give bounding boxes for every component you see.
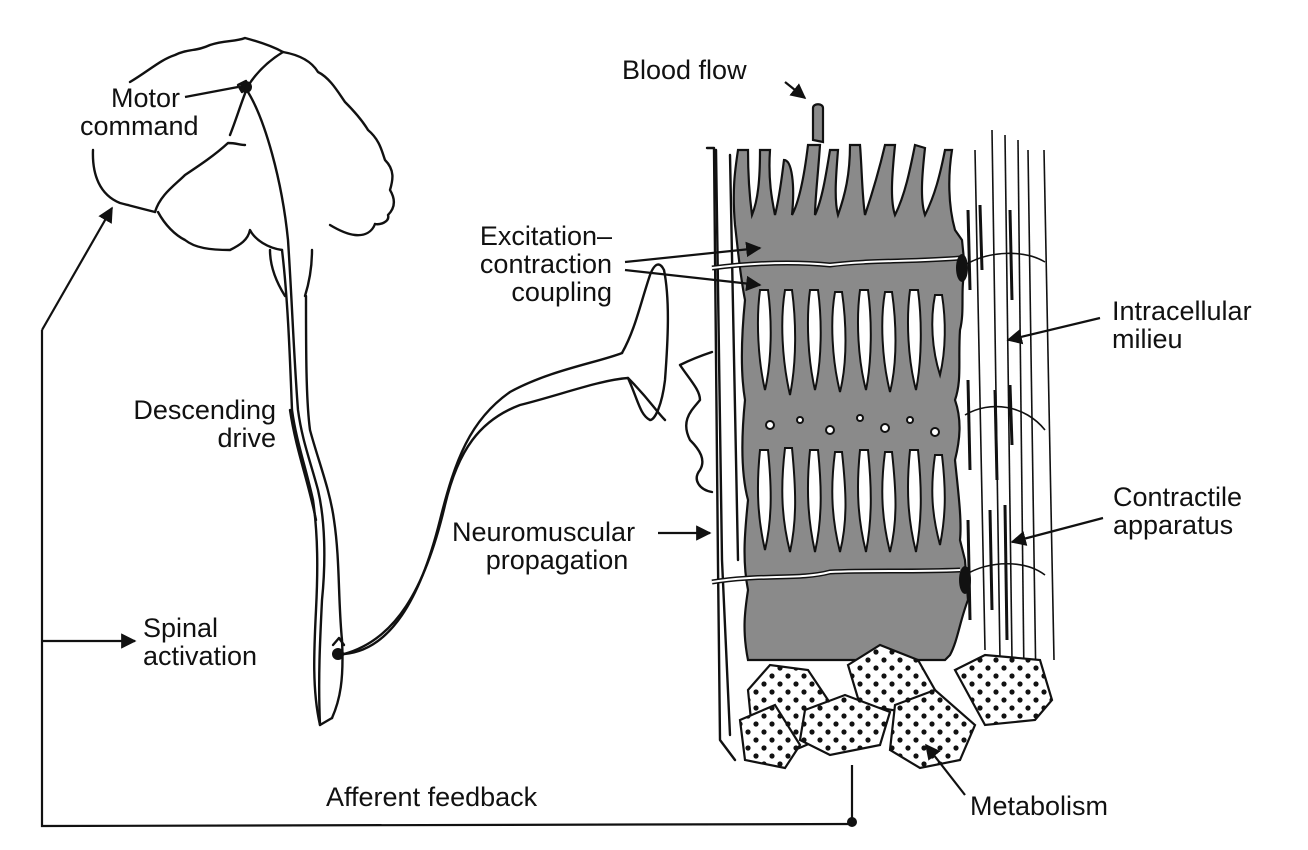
capillary bbox=[811, 103, 825, 144]
sarcoplasmic-reticulum bbox=[711, 143, 971, 662]
label-contractile-apparatus: Contractile apparatus bbox=[1113, 483, 1242, 539]
label-excitation-contraction-coupling: Excitation– contraction coupling bbox=[430, 222, 612, 306]
label-line: Spinal bbox=[143, 613, 219, 643]
myofibrils bbox=[964, 129, 1046, 681]
neuromuscular-junction bbox=[678, 350, 714, 494]
label-line: Excitation– bbox=[479, 221, 612, 251]
label-metabolism: Metabolism bbox=[970, 791, 1109, 821]
label-line: propagation bbox=[485, 545, 629, 575]
label-line: apparatus bbox=[1113, 510, 1234, 540]
contractile-apparatus-arrow bbox=[1010, 516, 1104, 546]
label-spinal-activation: Spinal activation bbox=[143, 614, 257, 670]
pointer-arrows bbox=[624, 81, 1104, 796]
label-afferent-feedback: Afferent feedback bbox=[326, 782, 538, 812]
label-intracellular-milieu: Intracellular milieu bbox=[1112, 297, 1252, 353]
spinal-motor-neuron bbox=[331, 636, 346, 660]
metabolism-arrow bbox=[925, 743, 966, 796]
blood-flow-arrow bbox=[784, 81, 807, 99]
label-descending-drive: Descending drive bbox=[60, 396, 276, 452]
label-line: Descending bbox=[133, 395, 276, 425]
label-motor-command: Motor command bbox=[80, 83, 199, 141]
ec-coupling-arrow-upper bbox=[624, 241, 762, 264]
label-blood-flow: Blood flow bbox=[622, 55, 747, 85]
label-line: Motor bbox=[110, 83, 180, 113]
brain bbox=[91, 36, 396, 298]
label-neuromuscular-propagation: Neuromuscular propagation bbox=[452, 518, 662, 574]
label-line: Contractile bbox=[1113, 482, 1243, 512]
label-line: Intracellular bbox=[1112, 296, 1252, 326]
mitochondria bbox=[738, 643, 1054, 770]
spinal-cord bbox=[246, 90, 344, 727]
label-line: contraction bbox=[479, 249, 612, 279]
feedback-to-brain-arrow bbox=[41, 206, 113, 331]
motor-command-pointer bbox=[184, 85, 239, 99]
ec-coupling-arrow-lower bbox=[624, 268, 762, 292]
motor-nerve bbox=[342, 263, 670, 656]
label-line: drive bbox=[217, 423, 276, 453]
afferent-feedback-loop bbox=[40, 206, 857, 828]
label-line: command bbox=[80, 111, 199, 141]
label-line: Neuromuscular bbox=[452, 517, 636, 547]
label-line: coupling bbox=[511, 277, 612, 307]
label-line: activation bbox=[143, 641, 258, 671]
label-line: milieu bbox=[1112, 324, 1183, 354]
intracellular-milieu-arrow bbox=[1006, 316, 1101, 345]
